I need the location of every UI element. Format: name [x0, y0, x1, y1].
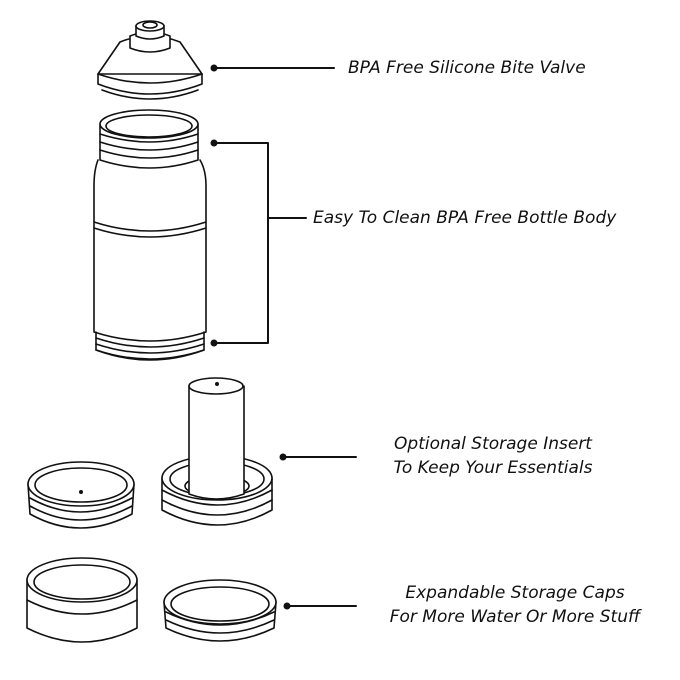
callout-dots	[210, 64, 291, 610]
bite-valve-lid	[97, 20, 203, 100]
label-storage-caps-line1: Expandable Storage Caps	[405, 583, 625, 603]
callout-lines	[213, 67, 357, 607]
label-storage-caps: Expandable Storage Caps For More Water O…	[362, 581, 668, 629]
label-storage-insert-line2: To Keep Your Essentials	[393, 458, 593, 478]
storage-cap-short	[163, 579, 277, 642]
label-storage-insert: Optional Storage Insert To Keep Your Ess…	[362, 432, 624, 480]
storage-insert	[161, 377, 273, 526]
storage-cap-ring	[27, 461, 135, 529]
label-bite-valve: BPA Free Silicone Bite Valve	[348, 58, 586, 78]
storage-cap-tall	[26, 557, 138, 643]
label-bottle-body: Easy To Clean BPA Free Bottle Body	[313, 208, 617, 228]
label-storage-insert-line1: Optional Storage Insert	[394, 434, 592, 454]
bottle-body	[93, 109, 207, 361]
label-storage-caps-line2: For More Water Or More Stuff	[389, 607, 641, 627]
